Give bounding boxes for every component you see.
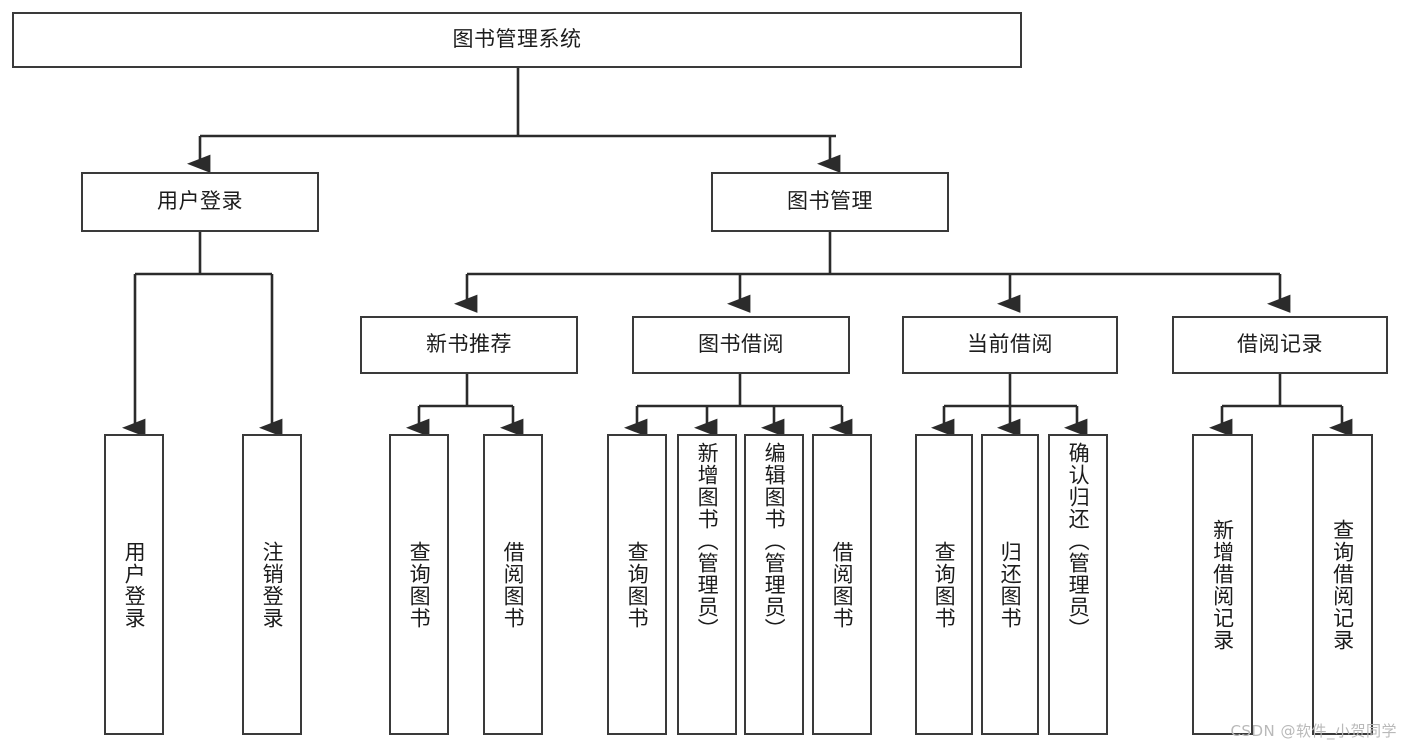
node-label: 查询图书 <box>407 540 432 629</box>
node-new-book-recommend[interactable]: 新书推荐 <box>360 316 578 374</box>
leaf-query-books-recommend[interactable]: 查询图书 <box>389 434 449 735</box>
leaf-query-books-borrow[interactable]: 查询图书 <box>607 434 667 735</box>
node-label: 查询图书 <box>932 540 957 629</box>
leaf-query-borrow-record[interactable]: 查询借阅记录 <box>1312 434 1373 735</box>
node-label: 新书推荐 <box>426 332 512 357</box>
node-borrow-records[interactable]: 借阅记录 <box>1172 316 1388 374</box>
node-root-book-management-system[interactable]: 图书管理系统 <box>12 12 1022 68</box>
leaf-confirm-return-admin[interactable]: 确认归还（管理员） <box>1048 434 1108 735</box>
node-label: 借阅图书 <box>830 540 855 629</box>
node-label: 图书管理 <box>787 189 873 214</box>
leaf-return-books[interactable]: 归还图书 <box>981 434 1039 735</box>
node-label: 归还图书 <box>998 540 1023 629</box>
leaf-logout-login[interactable]: 注销登录 <box>242 434 302 735</box>
leaf-borrow-books[interactable]: 借阅图书 <box>812 434 872 735</box>
node-label: 借阅记录 <box>1237 332 1323 357</box>
node-label: 查询图书 <box>625 540 650 629</box>
node-label: 新增借阅记录 <box>1210 518 1235 651</box>
leaf-user-login[interactable]: 用户登录 <box>104 434 164 735</box>
leaf-query-books-current[interactable]: 查询图书 <box>915 434 973 735</box>
node-label: 用户登录 <box>122 540 147 629</box>
leaf-edit-book-admin[interactable]: 编辑图书（管理员） <box>744 434 804 735</box>
node-book-borrow[interactable]: 图书借阅 <box>632 316 850 374</box>
node-label: 图书借阅 <box>698 332 784 357</box>
node-label: 查询借阅记录 <box>1330 518 1355 651</box>
node-label: 注销登录 <box>260 540 285 629</box>
node-label: 确认归还（管理员） <box>1066 442 1091 640</box>
node-label: 当前借阅 <box>967 332 1053 357</box>
node-label: 图书管理系统 <box>452 27 582 52</box>
node-label: 编辑图书（管理员） <box>762 442 787 640</box>
node-current-borrow[interactable]: 当前借阅 <box>902 316 1118 374</box>
node-label: 新增图书（管理员） <box>695 442 720 640</box>
leaf-add-book-admin[interactable]: 新增图书（管理员） <box>677 434 737 735</box>
node-label: 借阅图书 <box>501 540 526 629</box>
node-user-login[interactable]: 用户登录 <box>81 172 319 232</box>
leaf-add-borrow-record[interactable]: 新增借阅记录 <box>1192 434 1253 735</box>
node-book-management[interactable]: 图书管理 <box>711 172 949 232</box>
node-label: 用户登录 <box>157 189 243 214</box>
leaf-borrow-books-recommend[interactable]: 借阅图书 <box>483 434 543 735</box>
